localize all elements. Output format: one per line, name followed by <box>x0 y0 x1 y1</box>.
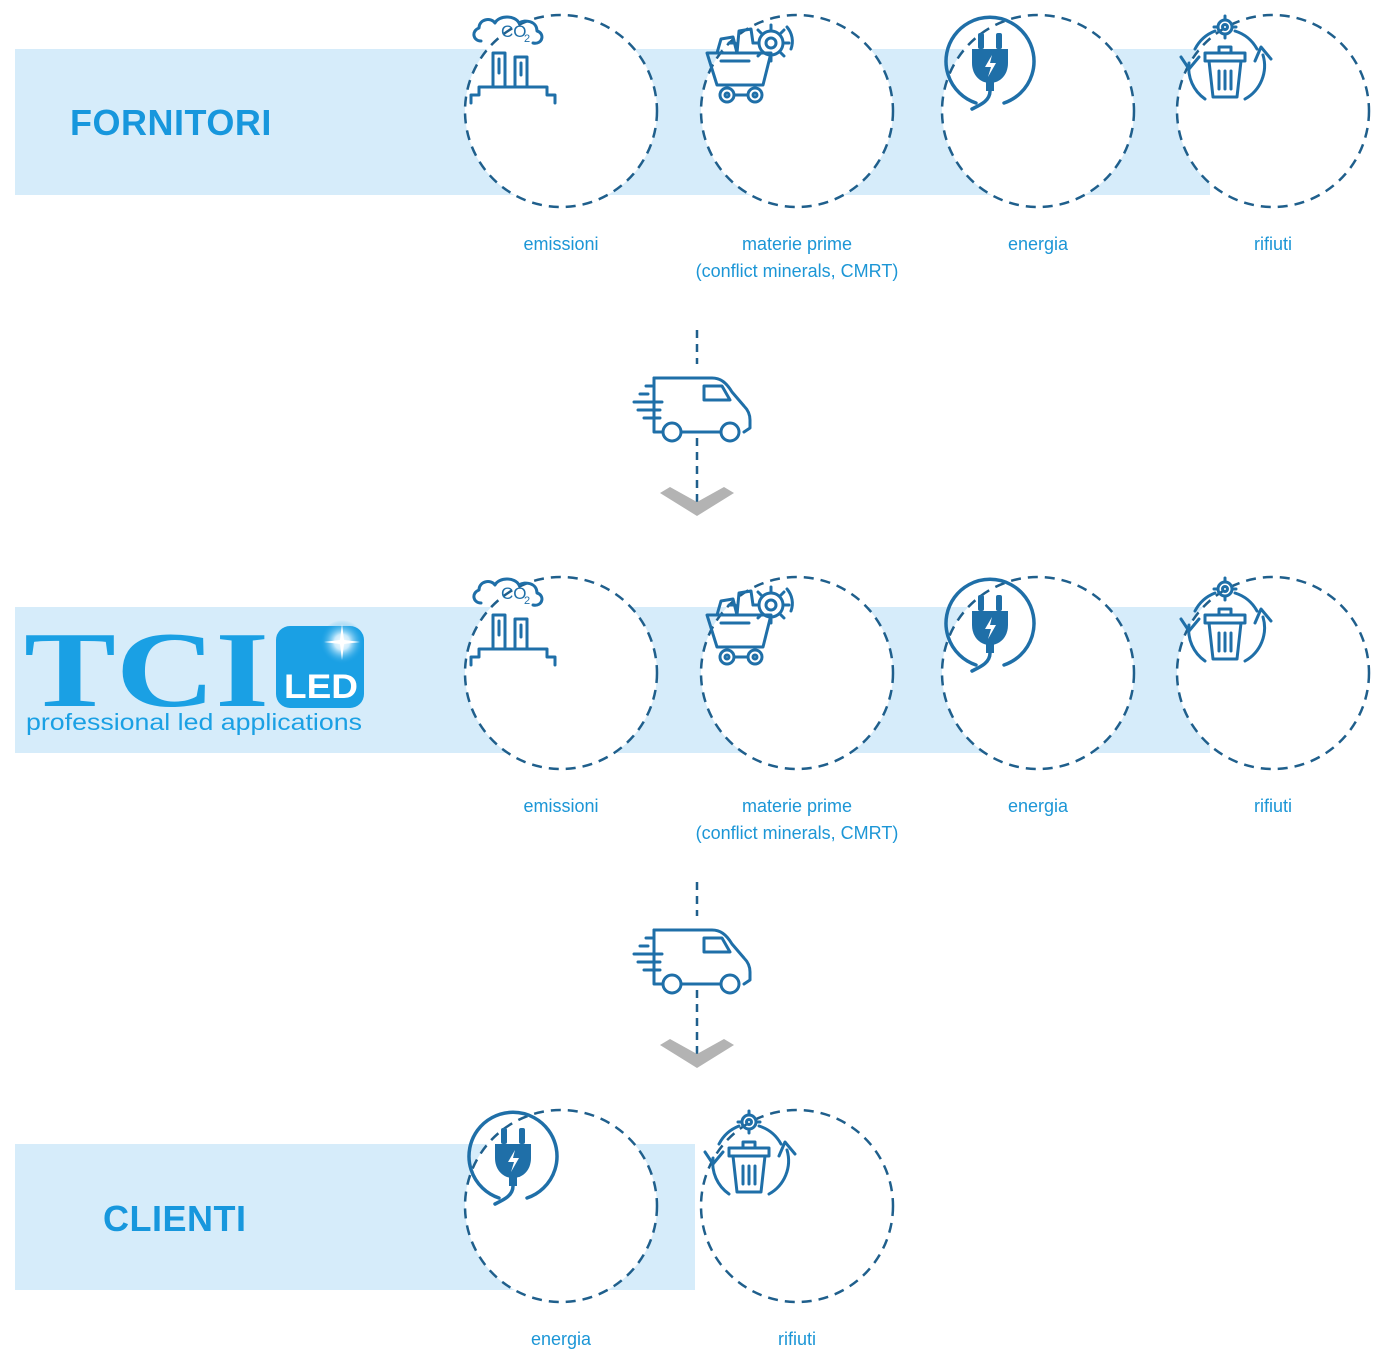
node-fornitori-1: materie prime (conflict minerals, CMRT) <box>677 13 917 281</box>
row-title-clienti: CLIENTI <box>103 1198 247 1239</box>
icon-circle: CO 2 <box>463 13 659 209</box>
dashed-circle <box>699 13 895 209</box>
co2-subscript: 2 <box>524 33 530 45</box>
power-plug-icon <box>944 15 1036 111</box>
factory-co2-icon: CO 2 <box>469 577 557 667</box>
co2-text: CO <box>501 584 527 603</box>
node-fornitori-3: rifiuti <box>1153 13 1373 254</box>
node-label: energia <box>1007 234 1069 254</box>
dashed-circle <box>699 575 895 771</box>
node-clienti-1: rifiuti <box>677 1108 917 1349</box>
node-label: materie prime (conflict minerals, CMRT) <box>695 796 899 843</box>
flow-connector-2 <box>630 882 765 1092</box>
co2-text: CO <box>501 22 527 41</box>
icon-circle <box>940 13 1136 209</box>
node-label: rifiuti <box>777 1329 816 1349</box>
icon-circle <box>699 13 895 209</box>
node-label: materie prime (conflict minerals, CMRT) <box>695 234 899 281</box>
mine-cart-gear-icon <box>705 23 794 104</box>
logo-tagline: professional led applications <box>26 709 362 735</box>
tci-led-logo: TCI LED professional led applications <box>24 611 369 744</box>
node-label: rifiuti <box>1253 234 1292 254</box>
logo-badge-text: LED <box>284 668 358 706</box>
icon-circle: CO 2 <box>463 575 659 771</box>
node-tci-1: materie prime (conflict minerals, CMRT) <box>677 575 917 843</box>
dashed-circle <box>1175 13 1371 209</box>
dashed-circle <box>1175 575 1371 771</box>
node-label: energia <box>530 1329 592 1349</box>
factory-co2-icon: CO 2 <box>469 15 557 105</box>
node-label: energia <box>1007 796 1069 816</box>
dashed-circle <box>463 13 659 209</box>
node-label: rifiuti <box>1253 796 1292 816</box>
delivery-van-icon <box>632 928 752 995</box>
node-tci-0: CO 2 emissioni <box>441 575 681 816</box>
logo-main-text: TCI <box>24 618 269 730</box>
mine-cart-gear-icon <box>705 585 794 666</box>
power-plug-icon <box>467 1110 559 1206</box>
node-label: emissioni <box>523 796 599 816</box>
node-fornitori-0: CO 2 emissioni <box>441 13 681 254</box>
power-plug-icon <box>944 577 1036 673</box>
icon-circle <box>940 575 1136 771</box>
delivery-van-icon <box>632 376 752 443</box>
icon-circle <box>699 575 895 771</box>
node-tci-2: energia <box>918 575 1158 816</box>
node-tci-3: rifiuti <box>1153 575 1373 816</box>
icon-circle <box>1175 575 1371 771</box>
recycle-bin-icon <box>703 1109 797 1196</box>
co2-subscript: 2 <box>524 595 530 607</box>
flow-connector-1 <box>630 330 765 540</box>
recycle-bin-icon <box>1179 14 1273 101</box>
node-label: emissioni <box>523 234 599 254</box>
node-fornitori-2: energia <box>918 13 1158 254</box>
dashed-circle <box>699 1108 895 1304</box>
icon-circle <box>1175 13 1371 209</box>
chevron-down-icon <box>660 487 734 516</box>
row-title-fornitori: FORNITORI <box>70 102 272 143</box>
node-clienti-0: energia <box>441 1108 681 1349</box>
dashed-circle <box>463 575 659 771</box>
icon-circle <box>463 1108 659 1304</box>
chevron-down-icon <box>660 1039 734 1068</box>
icon-circle <box>699 1108 895 1304</box>
recycle-bin-icon <box>1179 576 1273 663</box>
